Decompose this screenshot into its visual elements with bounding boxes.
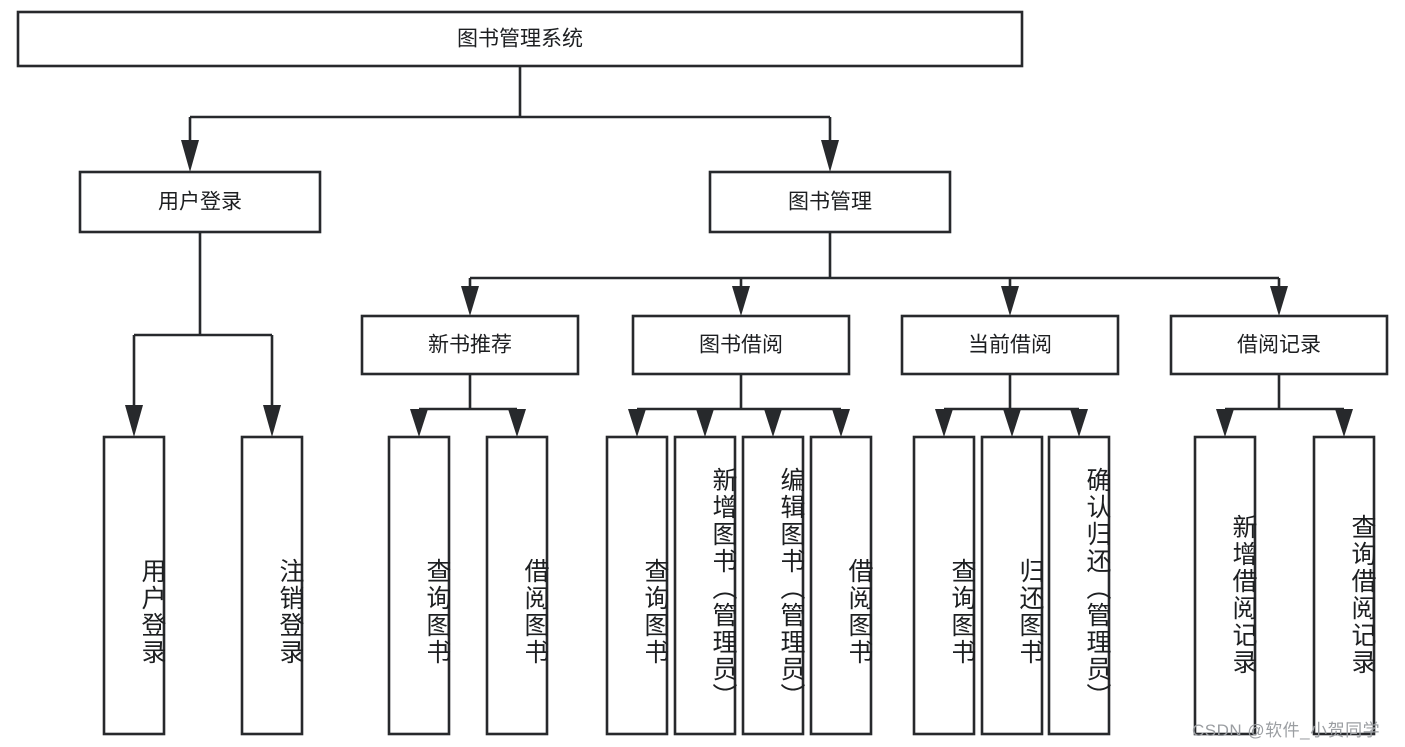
node-book-management-label: 图书管理	[788, 191, 872, 214]
leaf-box[interactable]	[240, 435, 304, 736]
node-book-borrow[interactable]: 图书借阅	[631, 314, 851, 376]
csdn-watermark: CSDN @软件_小贺同学	[1192, 721, 1381, 740]
connector-user-login-to-leaves	[125, 232, 281, 437]
leaf-box[interactable]	[673, 435, 737, 736]
leaf-box[interactable]	[1047, 435, 1111, 736]
leaf-box[interactable]	[1312, 435, 1376, 736]
node-current-borrow-label: 当前借阅	[968, 334, 1052, 357]
leaf-box[interactable]	[102, 435, 166, 736]
node-book-borrow-label: 图书借阅	[699, 334, 783, 357]
leaf-box[interactable]	[1193, 435, 1257, 736]
leaf-box[interactable]	[387, 435, 451, 736]
node-book-management[interactable]: 图书管理	[708, 170, 952, 234]
node-new-book-recommend-label: 新书推荐	[428, 334, 512, 357]
leaf-box[interactable]	[605, 435, 669, 736]
connector-book-borrow-to-leaves	[628, 374, 850, 437]
connector-current-borrow-to-leaves	[935, 374, 1088, 437]
node-user-login[interactable]: 用户登录	[78, 170, 322, 234]
leaf-box[interactable]	[912, 435, 976, 736]
node-user-login-label: 用户登录	[158, 191, 242, 214]
connector-root-to-level2	[181, 66, 839, 172]
leaf-box[interactable]	[485, 435, 549, 736]
node-borrow-record[interactable]: 借阅记录	[1169, 314, 1389, 376]
leaf-box[interactable]	[809, 435, 873, 736]
leaf-boxes	[102, 435, 1376, 736]
node-root-label: 图书管理系统	[457, 28, 583, 51]
node-borrow-record-label: 借阅记录	[1237, 334, 1321, 357]
connector-borrow-record-to-leaves	[1216, 374, 1353, 437]
connector-book-management-to-level3	[461, 232, 1288, 316]
node-current-borrow[interactable]: 当前借阅	[900, 314, 1120, 376]
leaf-box[interactable]	[741, 435, 805, 736]
node-root[interactable]: 图书管理系统	[16, 10, 1024, 68]
node-new-book-recommend[interactable]: 新书推荐	[360, 314, 580, 376]
connector-new-book-to-leaves	[410, 374, 526, 437]
leaf-box[interactable]	[980, 435, 1044, 736]
